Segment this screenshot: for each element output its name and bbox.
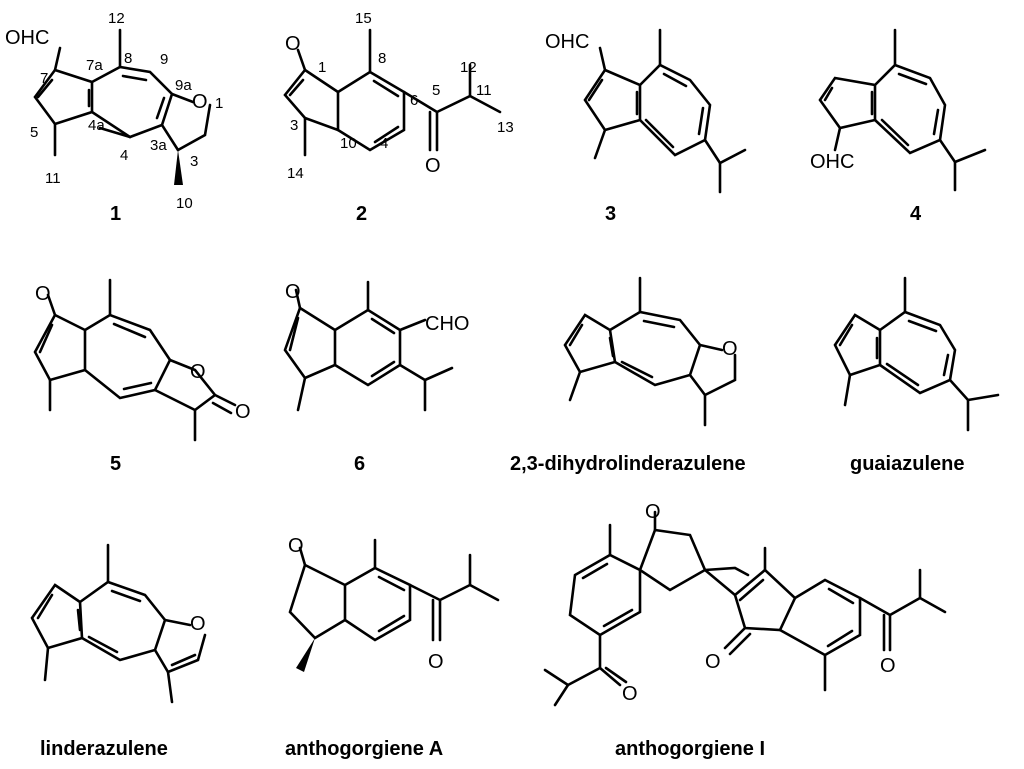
anthogorgiene-i-atom-o: O [880, 655, 896, 677]
linderazulene-atom-o: O [190, 613, 206, 635]
compound-1-locant: 5 [30, 124, 38, 141]
compound-5-atom-o: O [35, 283, 51, 305]
compound-2-locant: 5 [432, 82, 440, 99]
compound-6-structure [283, 280, 454, 412]
compound-2-atom-o: O [285, 33, 301, 55]
anthogorgiene-i-atom-o: O [622, 683, 638, 705]
anthogorgiene-i-atom-o: O [705, 651, 721, 673]
compound-label: anthogorgiene A [285, 738, 443, 760]
compound-1-locant: 12 [108, 10, 125, 27]
compound-2-locant: 4 [380, 135, 388, 152]
compound-1-locant: 9 [160, 51, 168, 68]
dihydrolinderazulene-structure [563, 276, 737, 427]
guaiazulene-structure [833, 276, 1000, 432]
compound-1-locant: 8 [124, 50, 132, 67]
compound-6-atom-o: O [285, 281, 301, 303]
anthogorgiene-a-atom-o: O [288, 535, 304, 557]
compound-4-atom-ohc: OHC [810, 151, 854, 173]
compound-1-locant: 10 [176, 195, 193, 212]
compound-2-locant: 14 [287, 165, 304, 182]
compound-1-locant: 11 [45, 170, 61, 187]
compound-2-locant: 10 [340, 135, 357, 152]
compound-2-structure [283, 28, 502, 157]
compound-2-locant: 12 [460, 59, 477, 76]
compound-1-locant: 9a [175, 77, 192, 94]
compound-2-locant: 13 [497, 119, 514, 136]
compound-label: 6 [354, 453, 365, 475]
compound-3-atom-ohc: OHC [545, 31, 589, 53]
compound-label: 5 [110, 453, 121, 475]
compound-1-locant: 3 [190, 153, 198, 170]
compound-2-atom-o: O [425, 155, 441, 177]
compound-1-atom-ohc: OHC [5, 27, 49, 49]
anthogorgiene-i-atom-o: O [645, 501, 661, 523]
compound-5-atom-o: O [190, 361, 206, 383]
compound-1-locant: 4a [88, 117, 105, 134]
compound-label: 1 [110, 203, 121, 225]
compound-2-locant: 3 [290, 117, 298, 134]
compound-2-locant: 11 [476, 82, 492, 99]
compound-label: 2 [356, 203, 367, 225]
compound-1-locant: 1 [215, 95, 223, 112]
compound-1-atom-o: O [192, 91, 208, 113]
compound-2-locant: 1 [318, 59, 326, 76]
compound-1-locant: 7 [40, 70, 48, 87]
compound-label: 2,3-dihydrolinderazulene [510, 453, 746, 475]
compound-2-locant: 8 [378, 50, 386, 67]
anthogorgiene-a-structure [288, 538, 500, 672]
compound-label: guaiazulene [850, 453, 964, 475]
dihydrolinderazulene-atom-o: O [722, 338, 738, 360]
compound-label: anthogorgiene I [615, 738, 765, 760]
compound-2-locant: 15 [355, 10, 372, 27]
compound-3-structure [583, 28, 747, 194]
compound-label: 3 [605, 203, 616, 225]
anthogorgiene-i-structure [543, 510, 947, 707]
compound-2-locant: 6 [410, 92, 418, 109]
compound-5-atom-o: O [235, 401, 251, 423]
compound-1-locant: 7a [86, 57, 103, 74]
compound-label: linderazulene [40, 738, 168, 760]
compound-1-locant: 4 [120, 147, 128, 164]
compound-1-structure [33, 28, 212, 185]
compound-label: 4 [910, 203, 922, 225]
linderazulene-structure [30, 543, 207, 704]
compound-5-structure [33, 278, 237, 442]
compound-1-locant: 3a [150, 137, 167, 154]
compound-4-structure [818, 28, 987, 192]
anthogorgiene-a-atom-o: O [428, 651, 444, 673]
compound-6-atom-cho: CHO [425, 313, 469, 335]
